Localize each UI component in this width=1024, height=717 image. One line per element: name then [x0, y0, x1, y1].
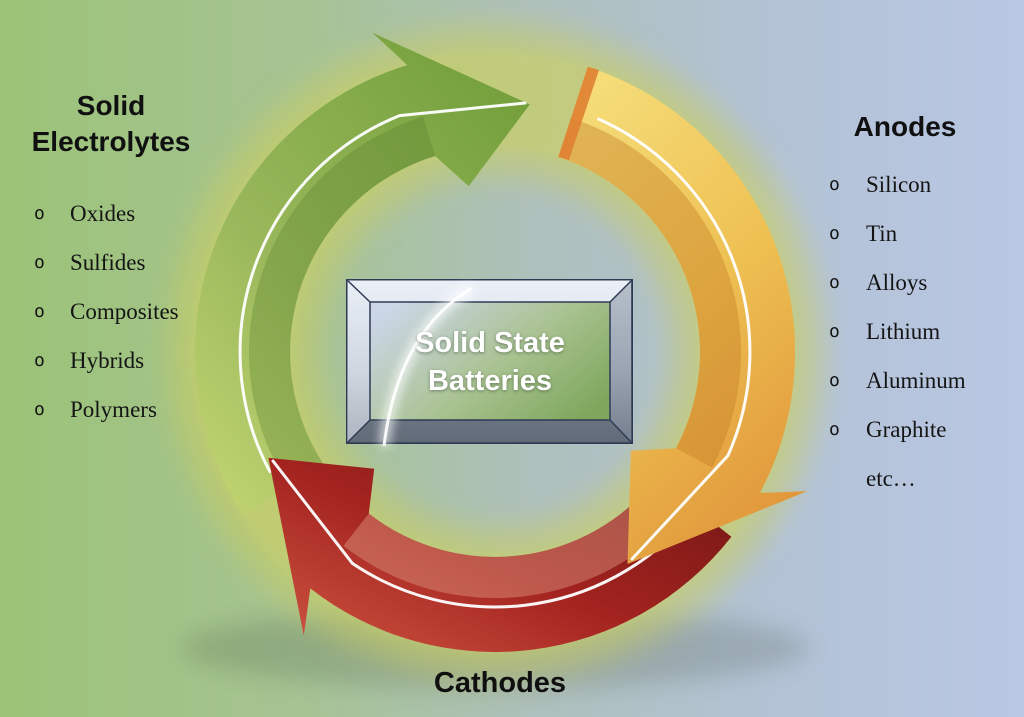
center-box [346, 279, 633, 447]
list-item-label: Lithium [866, 318, 941, 344]
list-item: o Tin [822, 209, 966, 258]
center-box-label: Solid State Batteries [370, 324, 610, 400]
list-item: o Silicon [822, 160, 966, 209]
circle-bullet-icon: o [829, 370, 840, 391]
list-item-label: Alloys [866, 269, 928, 295]
list-item-label: Polymers [70, 396, 157, 422]
list-item: o Sulfides [28, 238, 179, 287]
list-item-label: Graphite [866, 416, 947, 442]
center-box-label-line1: Solid State [415, 327, 565, 359]
circle-bullet-icon: o [34, 252, 45, 273]
list-item: o Composites [28, 287, 179, 336]
list-item-etc: o etc… [822, 454, 966, 503]
anodes-heading: Anodes [853, 111, 957, 142]
green-arrow [194, 32, 530, 516]
green-arrow-highlight [238, 101, 527, 474]
red-arrow [268, 457, 732, 652]
circle-bullet-icon: o [34, 203, 45, 224]
yellow-tail-edge [558, 66, 599, 160]
list-item: o Oxides [28, 189, 179, 238]
solid-electrolytes-heading: Solid Electrolytes [0, 88, 222, 160]
list-item: o Alloys [822, 258, 966, 307]
circle-bullet-icon: o [829, 272, 840, 293]
red-arrow-highlight [271, 459, 686, 609]
list-item-label: Aluminum [866, 367, 966, 393]
circle-bullet-icon: o [34, 350, 45, 371]
circle-bullet-icon: o [34, 399, 45, 420]
solid-electrolytes-heading-line1: Solid [76, 90, 146, 121]
list-item: o Lithium [822, 307, 966, 356]
list-item-label: etc… [866, 465, 916, 491]
list-item: o Polymers [28, 385, 179, 434]
list-item-label: Sulfides [70, 249, 146, 275]
anodes-list: o Silicon o Tin o Alloys o Lithium o Alu… [822, 160, 966, 503]
cathodes-heading: Cathodes [433, 667, 567, 699]
circle-bullet-icon: o [34, 301, 45, 322]
list-item-label: Hybrids [70, 347, 145, 373]
solid-electrolytes-list: o Oxides o Sulfides o Composites o Hybri… [28, 189, 179, 434]
list-item-label: Silicon [866, 171, 932, 197]
circle-bullet-icon: o [829, 174, 840, 195]
yellow-arrow-highlight [597, 117, 752, 561]
circle-bullet-icon: o [829, 223, 840, 244]
list-item-label: Composites [70, 298, 179, 324]
list-item: o Hybrids [28, 336, 179, 385]
circle-bullet-icon: o [829, 419, 840, 440]
list-item: o Aluminum [822, 356, 966, 405]
list-item-label: Oxides [70, 200, 136, 226]
list-item-label: Tin [866, 220, 898, 246]
circle-bullet-icon: o [829, 321, 840, 342]
yellow-arrow [558, 66, 808, 564]
list-item: o Graphite [822, 405, 966, 454]
solid-electrolytes-heading-line2: Electrolytes [31, 126, 191, 157]
center-box-label-line2: Batteries [427, 365, 553, 397]
